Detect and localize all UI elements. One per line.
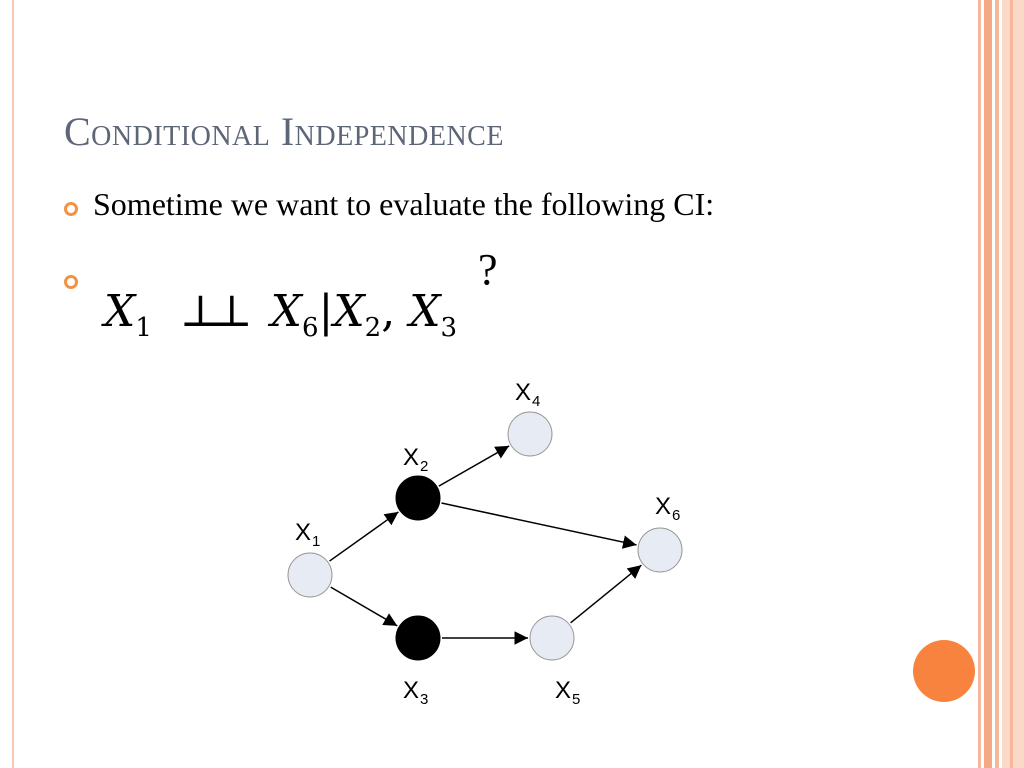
formula-given-bar: | <box>318 286 334 337</box>
formula-target-sub: 6 <box>301 313 319 343</box>
formula-cond1-var: X <box>333 286 365 337</box>
node-x4 <box>507 411 553 457</box>
right-stripe-1 <box>978 0 981 768</box>
node-label-x1: X1 <box>295 519 320 550</box>
edge-x5-x6 <box>570 564 642 624</box>
formula-left-var: X <box>104 286 136 337</box>
node-label-x3: X3 <box>403 677 428 708</box>
node-x5 <box>529 615 575 661</box>
independence-symbol: ⊥⊥ <box>179 286 253 337</box>
left-margin-line <box>12 0 14 768</box>
node-label-x6: X6 <box>655 493 680 524</box>
bullet-icon-2 <box>64 275 78 289</box>
node-x2-observed <box>395 475 441 521</box>
node-label-sub-x4: 4 <box>532 393 540 410</box>
bullet-text-1: Sometime we want to evaluate the followi… <box>93 186 715 222</box>
formula-cond1-sub: 2 <box>364 313 382 343</box>
node-x3-observed <box>395 615 441 661</box>
decorative-circle <box>913 640 975 702</box>
node-x1 <box>287 552 333 598</box>
right-stripe-5 <box>1010 0 1013 768</box>
formula-comma: , <box>381 286 396 337</box>
edge-x2-x4 <box>438 445 510 487</box>
node-label-x2: X2 <box>403 444 428 475</box>
formula-cond2-var: X <box>409 286 441 337</box>
right-stripe-3 <box>995 0 999 768</box>
edge-x1-x3 <box>330 586 398 627</box>
slide-title: Conditional Independence <box>64 109 504 154</box>
formula-cond2-sub: 3 <box>440 313 458 343</box>
formula-target-var: X <box>270 286 302 337</box>
question-mark: ? <box>478 245 498 294</box>
node-x6 <box>637 527 683 573</box>
node-label-sub-x6: 6 <box>672 507 680 524</box>
node-label-sub-x5: 5 <box>572 691 580 708</box>
ci-formula: X1 ⊥⊥ X6|X2, X3 <box>104 286 457 343</box>
bullet-icon-1 <box>64 202 78 216</box>
right-stripe-4 <box>1002 0 1024 768</box>
node-label-sub-x1: 1 <box>312 533 320 550</box>
right-stripe-2 <box>984 0 992 768</box>
node-label-x4: X4 <box>515 379 540 410</box>
node-label-x5: X5 <box>555 677 580 708</box>
edge-x1-x2 <box>329 511 399 562</box>
node-label-sub-x3: 3 <box>420 691 428 708</box>
formula-left-sub: 1 <box>135 313 152 343</box>
edge-x2-x6 <box>441 502 637 549</box>
node-label-sub-x2: 2 <box>420 458 428 475</box>
